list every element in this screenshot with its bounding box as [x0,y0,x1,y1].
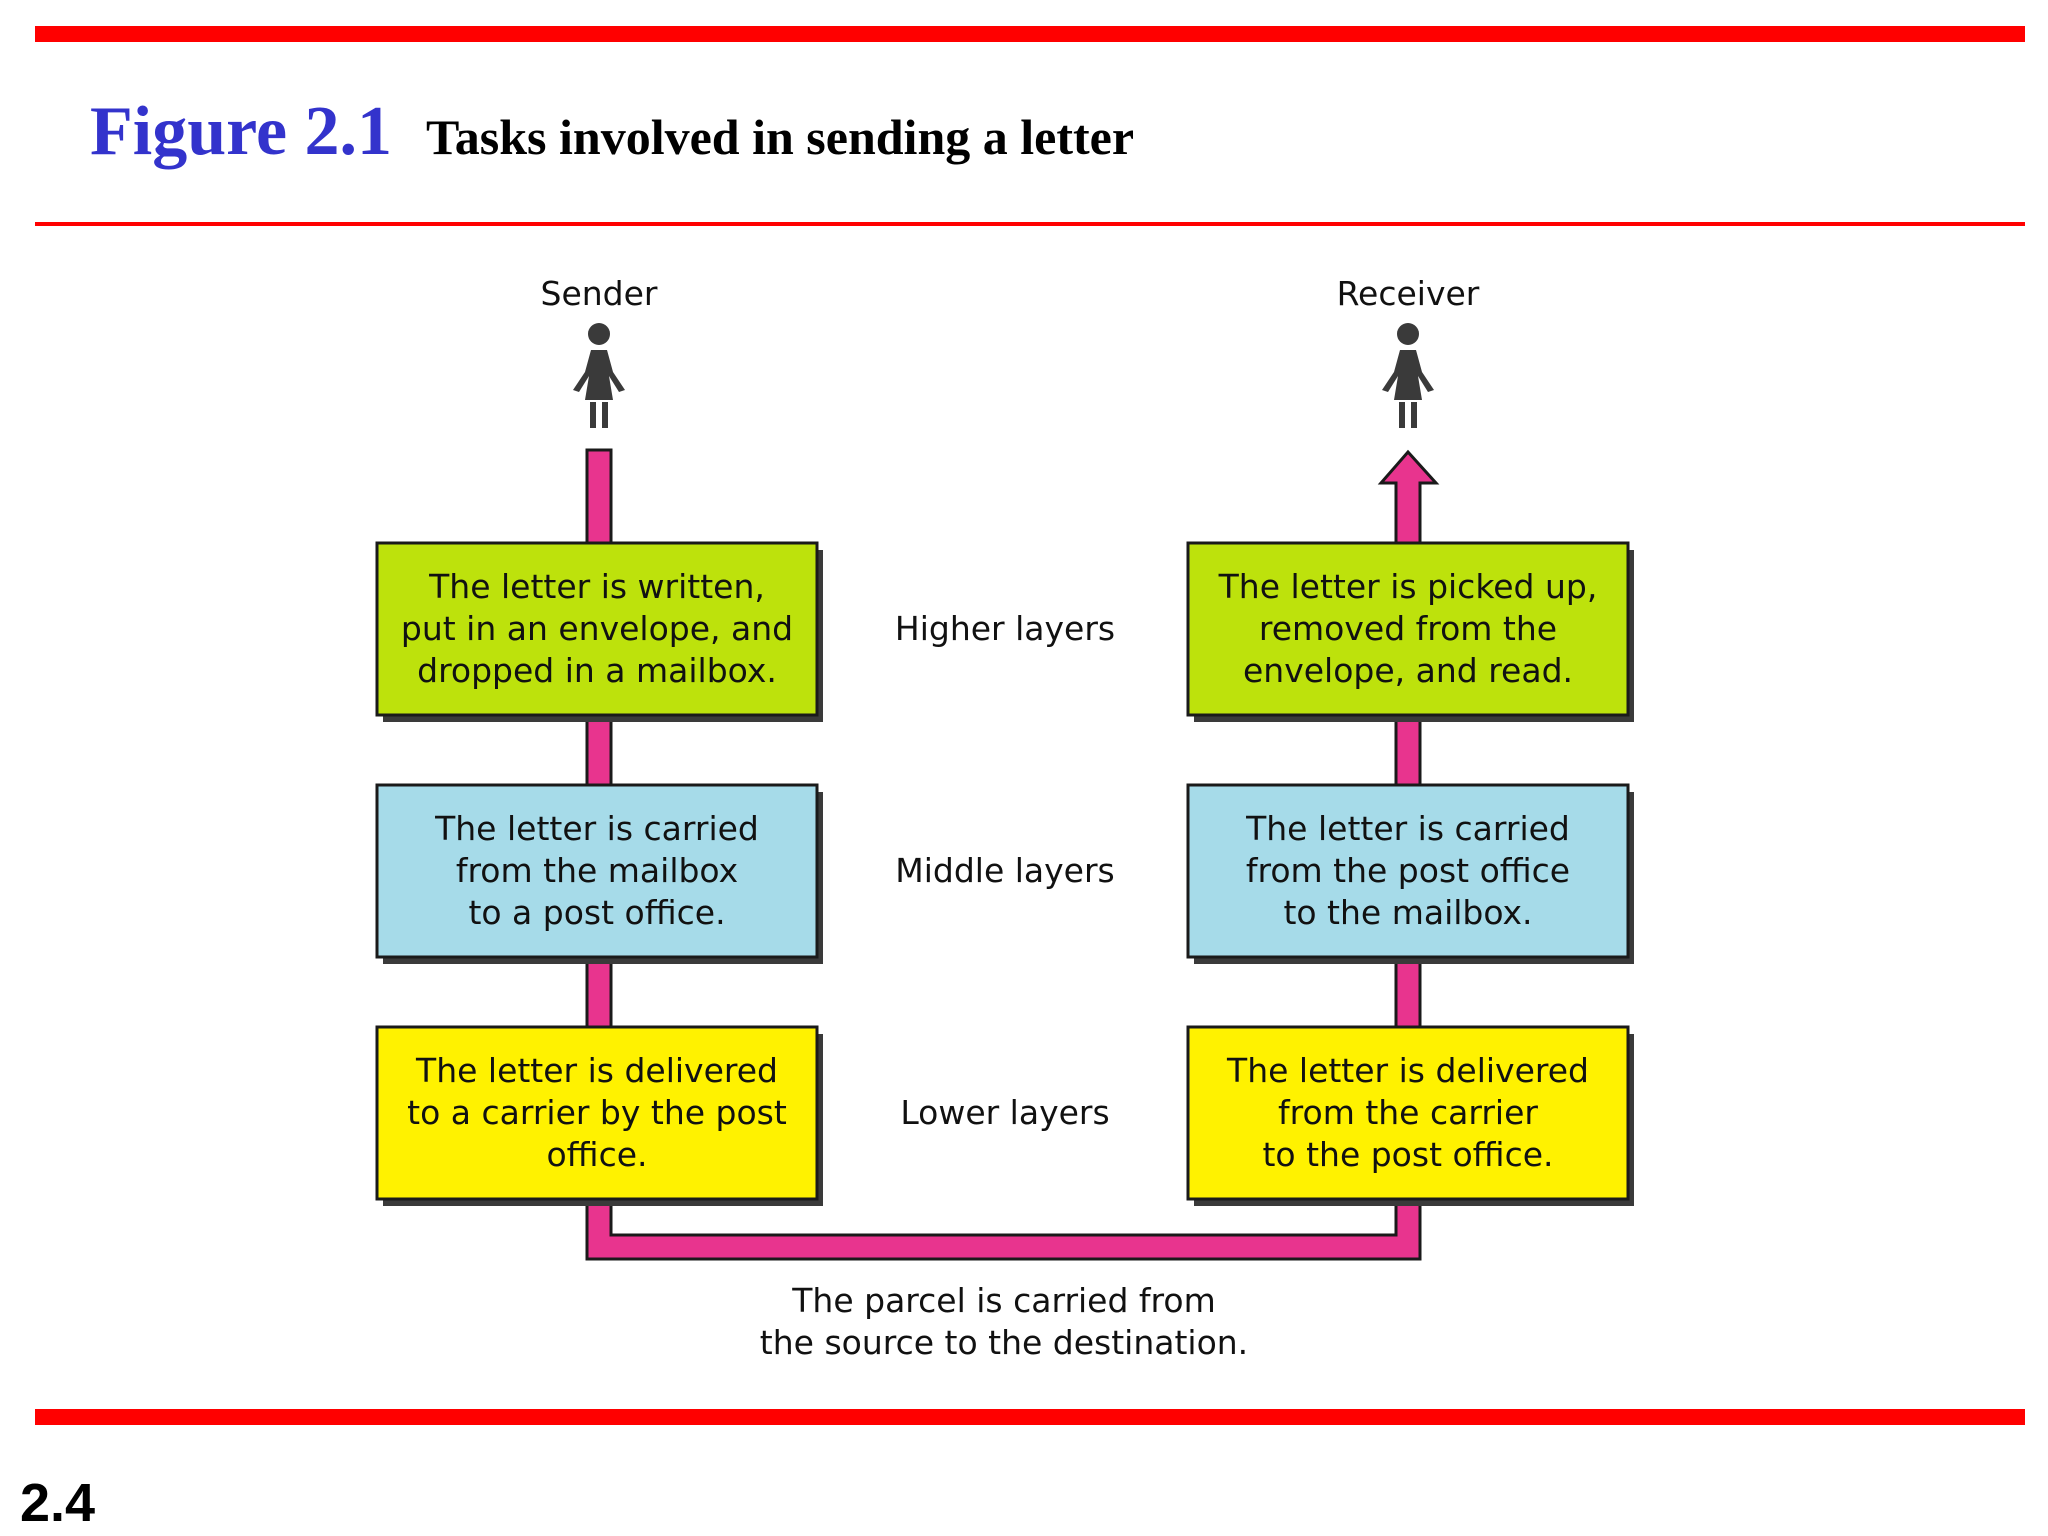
sender-lower-box [375,1025,823,1206]
sender-middle-text: The letter is carried from the mailbox t… [377,808,817,934]
sender-higher-line-2: put in an envelope, and [400,609,794,648]
higher-layers-label: Higher layers [894,609,1116,648]
sender-label: Sender [540,274,658,313]
receiver-higher-line-3: envelope, and read. [1242,651,1574,690]
receiver-middle-line-1: The letter is carried [1246,809,1570,848]
bottom-red-rule [35,1409,2025,1425]
sender-higher-line-1: The letter is written, [429,567,765,606]
receiver-lower-text: The letter is delivered from the carrier… [1188,1050,1628,1176]
sender-higher-text: The letter is written, put in an envelop… [377,566,817,692]
receiver-lower-line-3: to the post office. [1262,1135,1554,1174]
receiver-middle-box [1186,783,1634,964]
sender-woman-icon [573,323,625,428]
receiver-lower-line-1: The letter is delivered [1227,1051,1589,1090]
receiver-higher-line-2: removed from the [1258,609,1558,648]
sender-middle-line-3: to a post office. [468,893,726,932]
top-red-rule [35,26,2025,42]
receiver-lower-line-2: from the carrier [1278,1093,1538,1132]
receiver-higher-box [1186,541,1634,722]
transport-caption-line-1: The parcel is carried from [792,1281,1216,1320]
sender-middle-line-2: from the mailbox [455,851,739,890]
figure-title: Tasks involved in sending a letter [426,109,1135,165]
receiver-higher-line-1: The letter is picked up, [1218,567,1598,606]
lower-layers-label: Lower layers [900,1093,1110,1132]
slide-number: 2.4 [20,1473,96,1533]
sender-lower-line-3: office. [546,1135,648,1174]
receiver-lower-box [1186,1025,1634,1206]
receiver-middle-line-3: to the mailbox. [1283,893,1533,932]
sender-lower-text: The letter is delivered to a carrier by … [377,1050,817,1176]
figure-number: Figure 2.1 [90,93,393,170]
sender-middle-line-1: The letter is carried [435,809,759,848]
sender-lower-line-2: to a carrier by the post [407,1093,787,1132]
receiver-label: Receiver [1336,274,1480,313]
sender-lower-line-1: The letter is delivered [416,1051,778,1090]
sender-higher-box [375,541,823,722]
receiver-woman-icon [1382,323,1434,428]
figure-heading: Figure 2.1 Tasks involved in sending a le… [90,92,1134,192]
middle-layers-label: Middle layers [895,851,1115,890]
receiver-middle-line-2: from the post office [1245,851,1571,890]
receiver-higher-text: The letter is picked up, removed from th… [1188,566,1628,692]
receiver-middle-text: The letter is carried from the post offi… [1188,808,1628,934]
transport-caption-line-2: the source to the destination. [759,1323,1249,1362]
sender-middle-box [375,783,823,964]
sender-higher-line-3: dropped in a mailbox. [417,651,777,690]
title-underline-rule [35,222,2025,226]
